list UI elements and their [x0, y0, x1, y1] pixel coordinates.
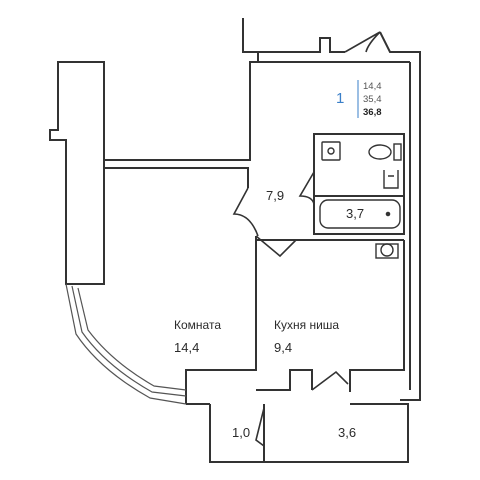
balcony-small-area: 1,0 [232, 425, 251, 440]
wall-entry-right [379, 31, 421, 401]
kitchen-area: 9,4 [274, 340, 293, 355]
door-swing-icon [232, 187, 259, 237]
wall-room-right [185, 236, 257, 404]
wall-top-corridor [104, 61, 258, 161]
curved-glazing-inner2 [77, 287, 187, 391]
balcony-large-area: 3,6 [338, 425, 357, 440]
wall-left-block [49, 61, 105, 285]
door-swing-icon [311, 370, 349, 391]
total-area-stat: 35,4 [363, 94, 382, 105]
wall-corridor-left [242, 18, 259, 62]
door-swing-icon [255, 235, 297, 258]
door-swing-icon [298, 171, 315, 205]
total-with-balcony-stat: 36,8 [363, 107, 382, 118]
corridor-area: 7,9 [266, 188, 285, 203]
door-swing-icon [255, 407, 265, 447]
wall-top-right [258, 37, 345, 53]
room-area: 14,4 [174, 340, 200, 355]
kitchen-name: Кухня ниша [274, 318, 340, 332]
room-name: Комната [174, 318, 221, 332]
wall-room-inner [104, 167, 249, 188]
curved-glazing-inner [71, 285, 187, 397]
door-swing-icon [344, 31, 381, 53]
bathroom-area: 3,7 [346, 206, 365, 221]
curved-glazing-outer [65, 283, 187, 405]
wall-balcony [209, 403, 409, 463]
living-area-stat: 14,4 [363, 81, 382, 92]
toilet-icon [368, 144, 392, 160]
sink-icon [321, 141, 341, 161]
wall-kitchen-right [349, 240, 405, 392]
kitchen-sink-icon [380, 243, 394, 257]
rooms-count: 1 [336, 90, 345, 107]
toilet-icon [383, 170, 399, 189]
bathtub-icon [319, 199, 401, 229]
wall-bottom-mid [256, 369, 313, 391]
bathroom-block [313, 133, 405, 235]
